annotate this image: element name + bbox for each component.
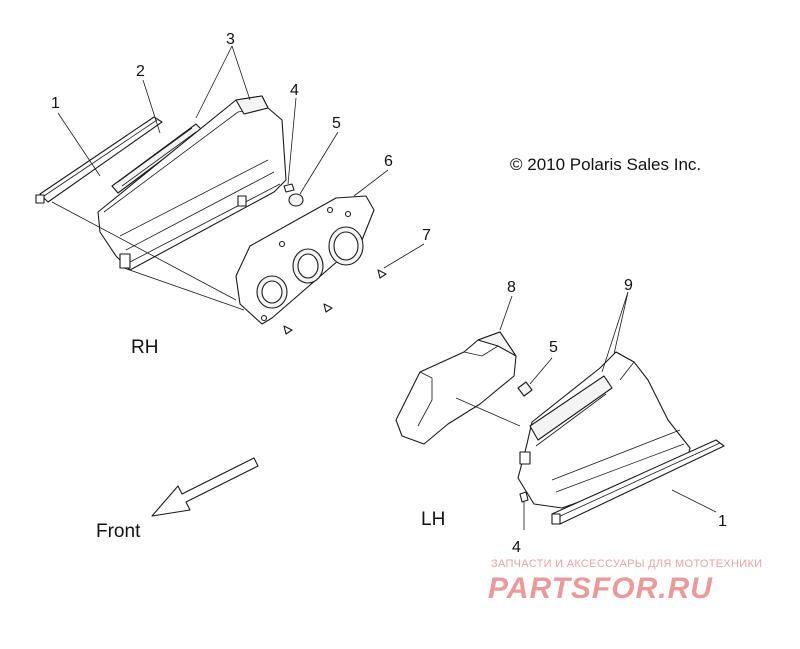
front-arrow-icon — [151, 457, 259, 517]
callout-rh-1: 1 — [51, 95, 60, 112]
lh-grommet-5 — [517, 381, 533, 397]
lh-gauge-cover — [395, 331, 517, 445]
front-label: Front — [96, 521, 141, 542]
callout-lh-9: 9 — [624, 277, 633, 294]
rh-trim-strip — [35, 116, 163, 204]
watermark-tagline: ЗАПЧАСТИ И АКСЕССУАРЫ ДЛЯ МОТОТЕХНИКИ — [491, 558, 762, 570]
callout-rh-2: 2 — [136, 63, 145, 80]
lh-dash-panel — [517, 351, 691, 509]
rh-dash-panel — [97, 95, 287, 271]
callout-lh-5: 5 — [549, 339, 558, 356]
rh-screws-7 — [283, 269, 387, 335]
rh-assembly — [35, 45, 425, 335]
rh-label: RH — [131, 337, 158, 358]
callout-lh-4: 4 — [512, 539, 521, 556]
lh-assembly — [395, 291, 725, 530]
lh-screw-4 — [519, 491, 529, 503]
rh-screw-4 — [283, 183, 295, 193]
lh-trim-strip — [551, 439, 725, 525]
callout-lh-1: 1 — [718, 513, 727, 530]
rh-gauge-bezel — [235, 195, 375, 325]
copyright-notice: © 2010 Polaris Sales Inc. — [510, 155, 701, 174]
lh-label: LH — [421, 509, 445, 530]
callout-rh-6: 6 — [384, 153, 393, 170]
watermark-brand: PARTSFOR.RU — [488, 572, 713, 605]
callout-rh-4: 4 — [290, 82, 299, 99]
callout-rh-3: 3 — [226, 31, 235, 48]
callout-rh-5: 5 — [332, 115, 341, 132]
callout-rh-7: 7 — [422, 227, 431, 244]
callout-lh-8: 8 — [507, 279, 516, 296]
rh-grommet-5 — [288, 193, 304, 207]
